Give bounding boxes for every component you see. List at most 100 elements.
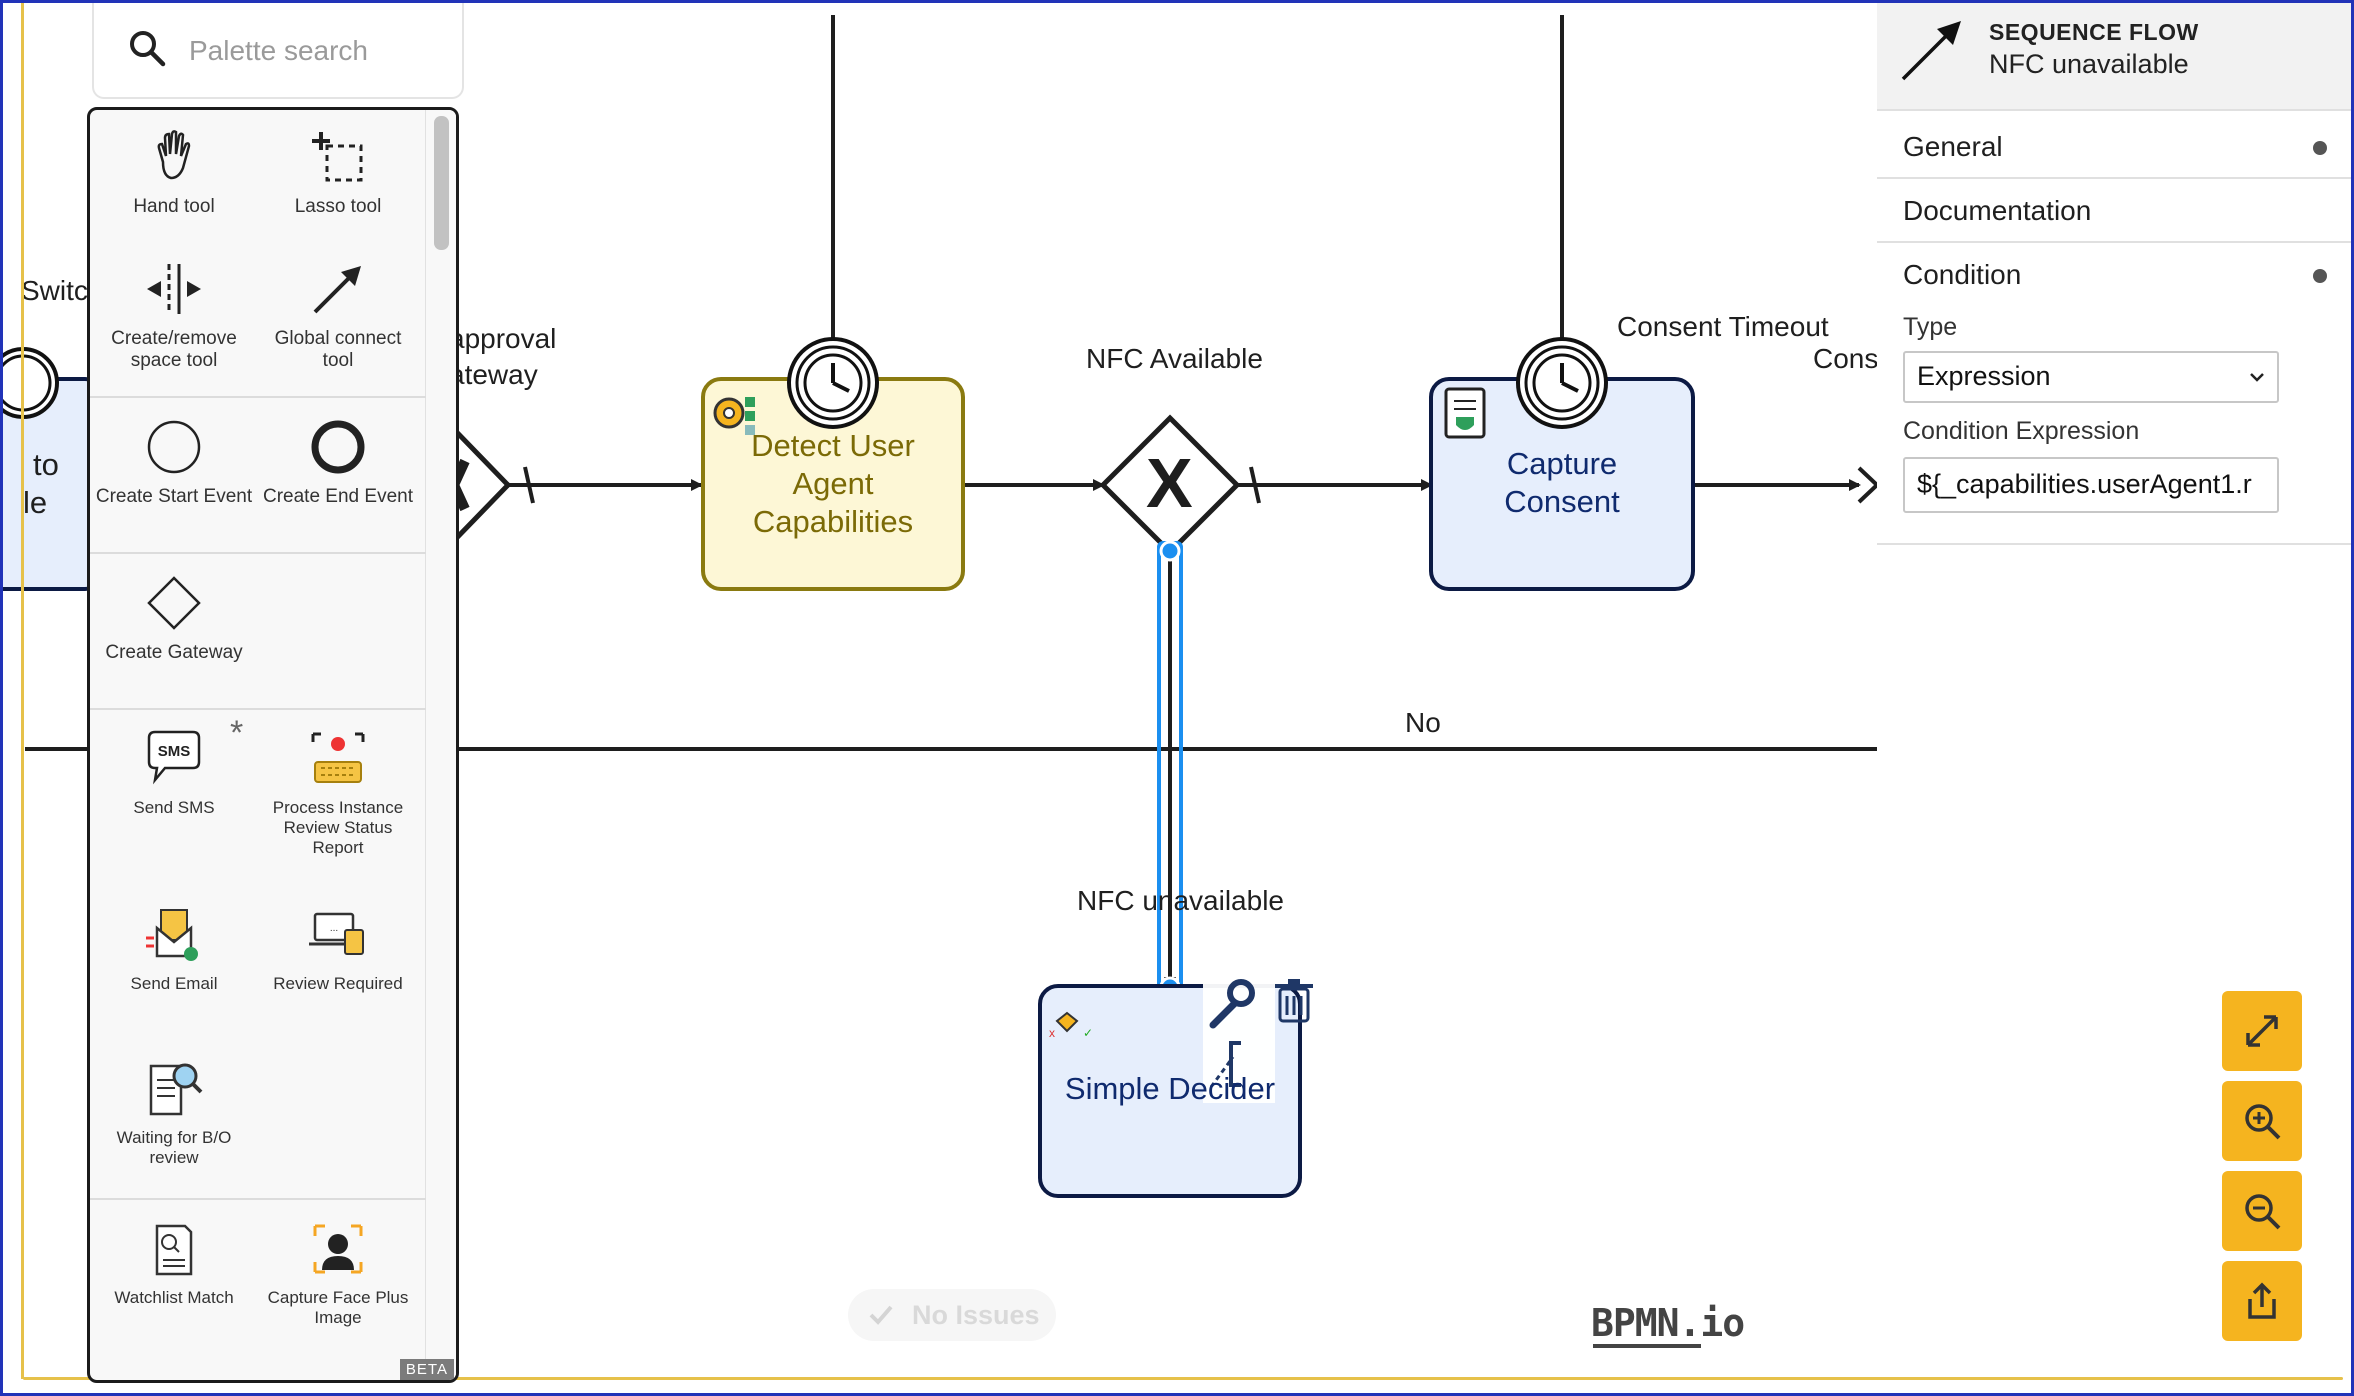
send-sms-label: Send SMS — [133, 798, 215, 817]
create-end-event-label: Create End Event — [263, 486, 413, 507]
type-select[interactable]: Expression — [1903, 351, 2279, 403]
watchlist-match-tool[interactable]: Watchlist Match — [94, 1218, 254, 1308]
canvas-left-border — [21, 3, 24, 1379]
trash-icon[interactable] — [1275, 979, 1313, 1023]
create-end-event[interactable]: Create End Event — [258, 416, 418, 508]
palette-group-biometrics: Watchlist Match Capture Face Plus Image — [90, 1198, 426, 1380]
fit-viewport-button[interactable] — [2222, 991, 2302, 1071]
cons-partial-label: Cons — [1813, 343, 1879, 374]
space-tool-label: Create/remove space tool — [111, 328, 237, 371]
flow-nfc-unavailable-selected[interactable] — [1157, 540, 1183, 1001]
waiting-bo-review-tool[interactable]: Waiting for B/O review — [94, 1058, 254, 1168]
flow-gateway1-to-task1[interactable] — [508, 466, 703, 504]
watchlist-match-label: Watchlist Match — [114, 1288, 234, 1307]
no-flow-label[interactable]: No — [1405, 707, 1441, 738]
type-label: Type — [1903, 313, 1958, 341]
connect-arrow-icon — [313, 266, 361, 314]
consent-timeout-label[interactable]: Consent Timeout — [1617, 311, 1829, 342]
document-search-icon — [149, 1063, 203, 1116]
global-connect-tool[interactable]: Global connect tool — [258, 258, 418, 372]
condition-expression-label: Condition Expression — [1903, 417, 2140, 445]
group-general[interactable]: General — [1877, 115, 2351, 179]
end-event-icon — [311, 420, 365, 474]
properties-header: SEQUENCE FLOW NFC unavailable — [1877, 3, 2351, 111]
review-required-tool[interactable]: ... Review Required — [258, 904, 418, 994]
palette-group-events: Create Start Event Create End Event — [90, 396, 426, 554]
nfc-available-label[interactable]: NFC Available — [1086, 343, 1263, 374]
task-capture-consent[interactable] — [1429, 337, 1695, 591]
beta-badge: BETA — [399, 1359, 454, 1380]
condition-expression-input[interactable]: ${_capabilities.userAgent1.r — [1903, 457, 2279, 513]
palette: Hand tool Lasso tool Create/remove space… — [87, 107, 459, 1383]
flow-nfc-available[interactable] — [1237, 466, 1433, 504]
condition-expression-value: ${_capabilities.userAgent1.r — [1917, 469, 2252, 499]
hand-tool-label: Hand tool — [133, 196, 215, 217]
lasso-tool-label: Lasso tool — [294, 196, 382, 217]
expand-icon — [2246, 1015, 2278, 1047]
document-icon — [1444, 387, 1486, 439]
svg-text:SMS: SMS — [158, 743, 191, 760]
context-pad — [1203, 973, 1313, 1103]
task2-label-line2: Consent — [1504, 484, 1620, 519]
group-condition[interactable]: Condition — [1877, 243, 2351, 305]
group-documentation[interactable]: Documentation — [1877, 179, 2351, 243]
create-start-event[interactable]: Create Start Event — [94, 416, 254, 508]
task1-label-line2: Agent — [792, 466, 874, 501]
linting-status[interactable]: No Issues — [848, 1289, 1056, 1341]
gear-icon — [713, 397, 755, 435]
face-capture-icon — [313, 1224, 363, 1274]
capture-face-label: Capture Face Plus Image — [267, 1288, 409, 1327]
keyboard-camera-icon — [311, 732, 365, 783]
hand-tool[interactable]: Hand tool — [94, 126, 254, 218]
zoom-out-button[interactable] — [2222, 1171, 2302, 1251]
export-button[interactable] — [2222, 1261, 2302, 1341]
lasso-tool[interactable]: Lasso tool — [258, 126, 418, 218]
diagram-canvas[interactable]: x ✓ — [3, 3, 2351, 1393]
task1-label: Detect User Agent Capabilities — [703, 427, 963, 541]
task2-label: Capture Consent — [1431, 445, 1693, 521]
modified-asterisk: * — [230, 714, 244, 752]
group-documentation-label: Documentation — [1903, 195, 2092, 226]
zoom-in-button[interactable] — [2222, 1081, 2302, 1161]
watchlist-icon — [155, 1224, 193, 1276]
palette-group-custom: SMS Send SMS * Process Instance Review S… — [90, 708, 426, 1200]
create-gateway[interactable]: Create Gateway — [94, 572, 254, 664]
share-upload-icon — [2248, 1282, 2276, 1319]
process-review-report-tool[interactable]: Process Instance Review Status Report — [258, 728, 418, 858]
sequence-flow-icon — [1901, 21, 1961, 81]
palette-search-input[interactable]: Palette search — [189, 35, 368, 66]
nfc-unavailable-label[interactable]: NFC unavailable — [1077, 885, 1284, 916]
capture-face-tool[interactable]: Capture Face Plus Image — [258, 1218, 418, 1328]
create-start-event-label: Create Start Event — [95, 486, 253, 507]
palette-group-tools: Hand tool Lasso tool Create/remove space… — [90, 110, 426, 398]
zoom-in-icon — [2245, 1104, 2281, 1140]
properties-bottom-border — [1877, 543, 2351, 545]
palette-scroll-thumb[interactable] — [434, 116, 449, 250]
element-type: SEQUENCE FLOW — [1989, 19, 2199, 45]
check-icon — [869, 1305, 893, 1325]
create-gateway-label: Create Gateway — [105, 642, 243, 663]
send-sms-tool[interactable]: SMS Send SMS — [94, 728, 254, 818]
space-tool-icon — [147, 264, 201, 314]
task-detect-user-agent[interactable] — [701, 337, 965, 591]
send-email-tool[interactable]: Send Email — [94, 904, 254, 994]
canvas-bottom-border — [23, 1377, 2343, 1380]
connect-icon[interactable] — [1209, 1041, 1241, 1088]
palette-scrollbar[interactable] — [425, 110, 456, 1380]
space-tool[interactable]: Create/remove space tool — [94, 258, 254, 372]
palette-search[interactable]: Palette search — [92, 3, 464, 99]
wrench-icon[interactable] — [1209, 979, 1255, 1029]
send-email-label: Send Email — [130, 974, 218, 993]
sms-icon: SMS — [147, 730, 201, 785]
gateway2-mark: X — [1146, 444, 1193, 522]
zoom-out-icon — [2245, 1194, 2281, 1230]
email-icon — [146, 909, 198, 961]
review-required-label: Review Required — [273, 974, 403, 993]
group-general-indicator — [2313, 141, 2327, 155]
task1-label-line3: Capabilities — [752, 504, 914, 539]
diagram-svg: x ✓ — [3, 15, 1879, 1198]
bpmn-io-logo[interactable]: BPMN.io — [1591, 1301, 1745, 1345]
decider-icon: x ✓ — [1049, 1011, 1093, 1040]
left-partial-label-line1: to — [33, 447, 59, 482]
global-connect-label: Global connect tool — [274, 328, 402, 371]
